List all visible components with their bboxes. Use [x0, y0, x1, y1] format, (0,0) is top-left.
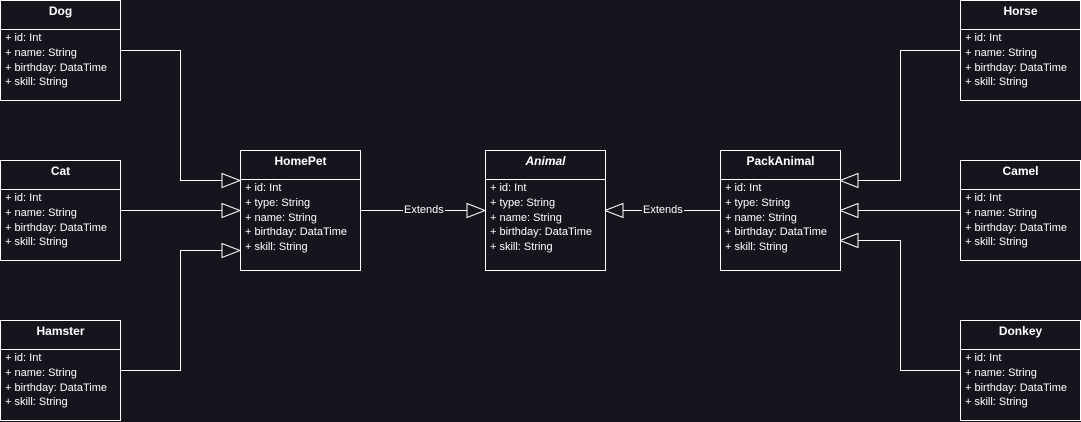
attribute: + name: String: [5, 46, 77, 59]
attribute: + name: String: [965, 366, 1037, 379]
attribute: + birthday: DataTime: [965, 61, 1067, 74]
attribute-list: + id: Int + type: String + name: String …: [241, 180, 360, 255]
attribute: + type: String: [245, 196, 311, 209]
arrowhead-packanimal-animal: [603, 202, 624, 219]
arrowhead-donkey-packanimal: [838, 232, 859, 249]
arrowhead-hamster-homepet: [221, 242, 242, 259]
class-packanimal[interactable]: PackAnimal + id: Int + type: String + na…: [720, 150, 841, 271]
edge-hamster-homepet: [120, 250, 222, 371]
attribute: + birthday: DataTime: [245, 226, 347, 239]
edge-label-homepet-animal: Extends: [403, 204, 445, 216]
attribute-list: + id: Int + name: String + birthday: Dat…: [961, 350, 1080, 410]
class-dog[interactable]: Dog + id: Int + name: String + birthday:…: [0, 0, 121, 101]
class-cat[interactable]: Cat + id: Int + name: String + birthday:…: [0, 160, 121, 261]
edge-horse-packanimal: [858, 50, 961, 181]
attribute: + birthday: DataTime: [725, 226, 827, 239]
class-name: Camel: [961, 161, 1080, 190]
attribute: + name: String: [245, 211, 317, 224]
arrowhead-camel-packanimal: [838, 202, 859, 219]
attribute: + type: String: [725, 196, 791, 209]
edge-donkey-packanimal: [858, 240, 961, 371]
edge-label-packanimal-animal: Extends: [642, 204, 684, 216]
class-name: Donkey: [961, 321, 1080, 350]
attribute: + id: Int: [965, 32, 1002, 44]
attribute: + skill: String: [245, 241, 308, 254]
attribute: + id: Int: [5, 352, 42, 364]
attribute: + skill: String: [490, 241, 553, 254]
attribute: + skill: String: [5, 76, 68, 89]
attribute: + id: Int: [5, 32, 42, 44]
arrowhead-horse-packanimal: [838, 172, 859, 189]
attribute: + name: String: [5, 206, 77, 219]
class-name: HomePet: [241, 151, 360, 180]
class-camel[interactable]: Camel + id: Int + name: String + birthda…: [960, 160, 1081, 261]
attribute: + id: Int: [490, 182, 527, 194]
edge-dog-homepet: [120, 50, 222, 181]
attribute-list: + id: Int + name: String + birthday: Dat…: [961, 190, 1080, 250]
attribute: + skill: String: [965, 396, 1028, 409]
class-name: Animal: [486, 151, 605, 180]
attribute: + id: Int: [5, 192, 42, 204]
attribute: + skill: String: [965, 76, 1028, 89]
class-name: Horse: [961, 1, 1080, 30]
attribute-list: + id: Int + name: String + birthday: Dat…: [1, 190, 120, 250]
class-name: PackAnimal: [721, 151, 840, 180]
attribute: + birthday: DataTime: [965, 381, 1067, 394]
attribute: + birthday: DataTime: [965, 221, 1067, 234]
attribute-list: + id: Int + type: String + name: String …: [721, 180, 840, 255]
attribute: + birthday: DataTime: [5, 61, 107, 74]
class-horse[interactable]: Horse + id: Int + name: String + birthda…: [960, 0, 1081, 101]
attribute: + name: String: [5, 366, 77, 379]
attribute-list: + id: Int + name: String + birthday: Dat…: [1, 350, 120, 410]
class-name: Hamster: [1, 321, 120, 350]
attribute: + birthday: DataTime: [5, 381, 107, 394]
class-homepet[interactable]: HomePet + id: Int + type: String + name:…: [240, 150, 361, 271]
attribute: + type: String: [490, 196, 556, 209]
attribute: + name: String: [965, 46, 1037, 59]
attribute-list: + id: Int + type: String + name: String …: [486, 180, 605, 255]
attribute: + name: String: [490, 211, 562, 224]
attribute: + name: String: [725, 211, 797, 224]
attribute-list: + id: Int + name: String + birthday: Dat…: [1, 30, 120, 90]
arrowhead-dog-homepet: [221, 172, 242, 189]
attribute: + skill: String: [5, 236, 68, 249]
attribute: + name: String: [965, 206, 1037, 219]
arrowhead-cat-homepet: [221, 202, 242, 219]
class-name: Dog: [1, 1, 120, 30]
class-name: Cat: [1, 161, 120, 190]
attribute: + skill: String: [965, 236, 1028, 249]
attribute: + birthday: DataTime: [490, 226, 592, 239]
class-hamster[interactable]: Hamster + id: Int + name: String + birth…: [0, 320, 121, 421]
attribute: + id: Int: [725, 182, 762, 194]
attribute: + birthday: DataTime: [5, 221, 107, 234]
attribute-list: + id: Int + name: String + birthday: Dat…: [961, 30, 1080, 90]
class-donkey[interactable]: Donkey + id: Int + name: String + birthd…: [960, 320, 1081, 421]
attribute: + id: Int: [245, 182, 282, 194]
attribute: + skill: String: [5, 396, 68, 409]
attribute: + skill: String: [725, 241, 788, 254]
class-animal[interactable]: Animal + id: Int + type: String + name: …: [485, 150, 606, 271]
attribute: + id: Int: [965, 192, 1002, 204]
attribute: + id: Int: [965, 352, 1002, 364]
arrowhead-homepet-animal: [466, 202, 487, 219]
